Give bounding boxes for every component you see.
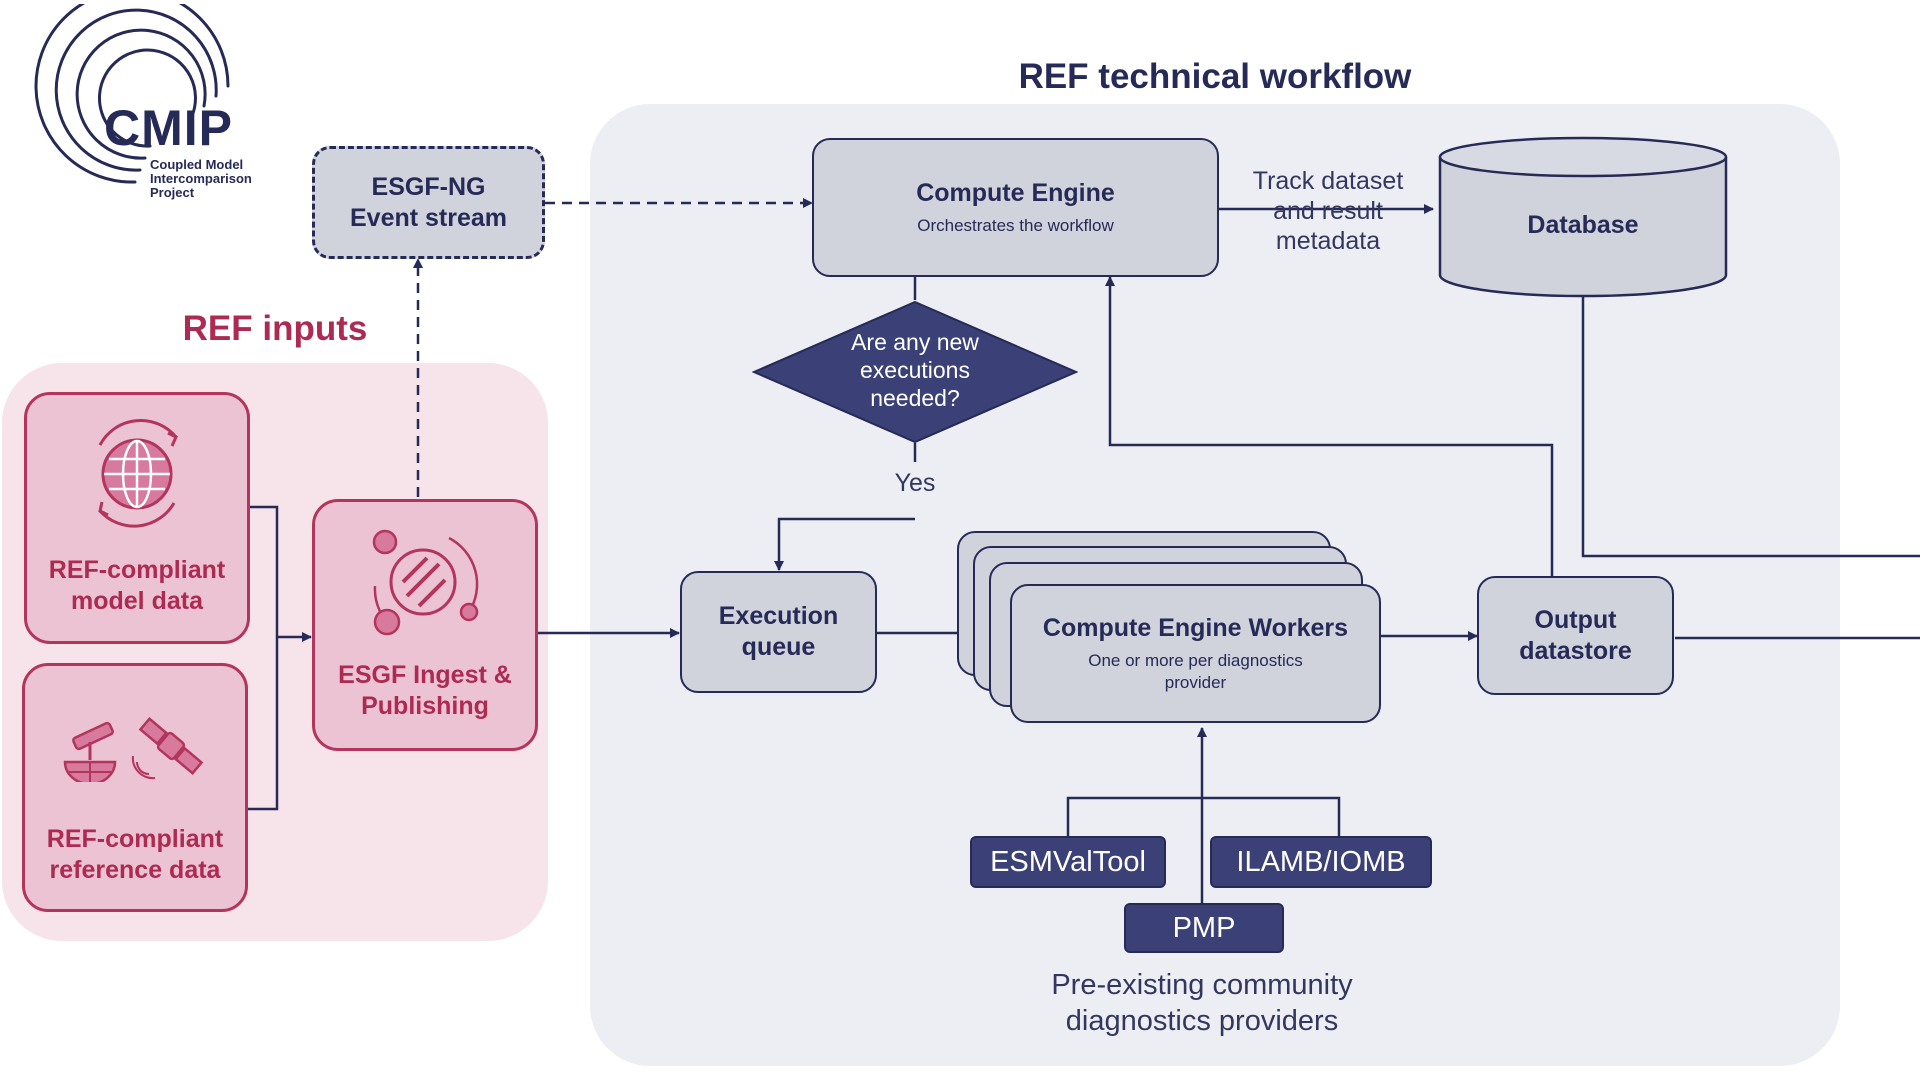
output-datastore-node: Output datastore bbox=[1477, 576, 1674, 695]
workers-label: Compute Engine Workers bbox=[1042, 614, 1349, 642]
compute-engine-label: Compute Engine bbox=[916, 179, 1115, 207]
compute-engine-node: Compute Engine Orchestrates the workflow bbox=[812, 138, 1219, 277]
provider-pmp-label: PMP bbox=[1172, 911, 1236, 944]
cmip-logo-text: CMIP bbox=[104, 100, 233, 156]
telescope-globe-icon bbox=[63, 721, 117, 782]
provider-pmp: PMP bbox=[1124, 903, 1284, 953]
model-data-to-ingest-line bbox=[244, 505, 279, 811]
publishing-icon bbox=[372, 529, 479, 636]
workers-subtitle: One or more per diagnostics provider bbox=[1088, 651, 1303, 692]
workflow-title: REF technical workflow bbox=[1018, 57, 1412, 96]
ingest-node: ESGF Ingest & Publishing bbox=[312, 499, 538, 751]
ingest-label: ESGF Ingest & Publishing bbox=[338, 661, 512, 720]
globe-icon bbox=[98, 418, 178, 528]
output-datastore-label: Output datastore bbox=[1519, 605, 1632, 665]
provider-esmvaltool-label: ESMValTool bbox=[990, 845, 1146, 878]
model-data-node: REF-compliant model data bbox=[24, 392, 250, 644]
compute-engine-workers-node: Compute Engine Workers One or more per d… bbox=[1010, 584, 1381, 723]
event-stream-label: ESGF-NG Event stream bbox=[349, 172, 508, 232]
provider-esmvaltool: ESMValTool bbox=[970, 836, 1166, 888]
inputs-title: REF inputs bbox=[182, 309, 368, 348]
database-label: Database bbox=[1527, 210, 1639, 239]
satellite-icon bbox=[131, 717, 204, 780]
decision-label: Are any new executions needed? bbox=[851, 329, 979, 411]
reference-data-node: REF-compliant reference data bbox=[22, 663, 248, 912]
model-data-label: REF-compliant model data bbox=[48, 556, 226, 615]
execution-queue-label: Execution queue bbox=[718, 602, 839, 661]
reference-data-label: REF-compliant reference data bbox=[46, 825, 224, 884]
providers-bracket-line bbox=[1066, 796, 1341, 836]
providers-caption: Pre-existing community diagnostics provi… bbox=[1051, 969, 1353, 1037]
cmip-logo-subtitle: Coupled Model Intercomparison Project bbox=[150, 157, 252, 200]
database-shape bbox=[1438, 136, 1728, 298]
track-metadata-label: Track dataset and result metadata bbox=[1252, 167, 1404, 255]
provider-ilamb-iomb-label: ILAMB/IOMB bbox=[1236, 845, 1406, 878]
decision-to-queue-arrow bbox=[774, 517, 915, 571]
provider-ilamb-iomb: ILAMB/IOMB bbox=[1210, 836, 1432, 888]
decision-diamond bbox=[752, 300, 1078, 444]
database-node: Database bbox=[1437, 190, 1729, 260]
execution-queue-node: Execution queue bbox=[680, 571, 877, 693]
yes-label: Yes bbox=[894, 469, 936, 497]
output-to-compute-arrow bbox=[1105, 276, 1554, 576]
database-exit-line bbox=[1581, 297, 1920, 558]
event-stream-node: ESGF-NG Event stream bbox=[312, 146, 545, 259]
compute-engine-subtitle: Orchestrates the workflow bbox=[917, 216, 1114, 235]
cmip-logo bbox=[34, 4, 230, 184]
